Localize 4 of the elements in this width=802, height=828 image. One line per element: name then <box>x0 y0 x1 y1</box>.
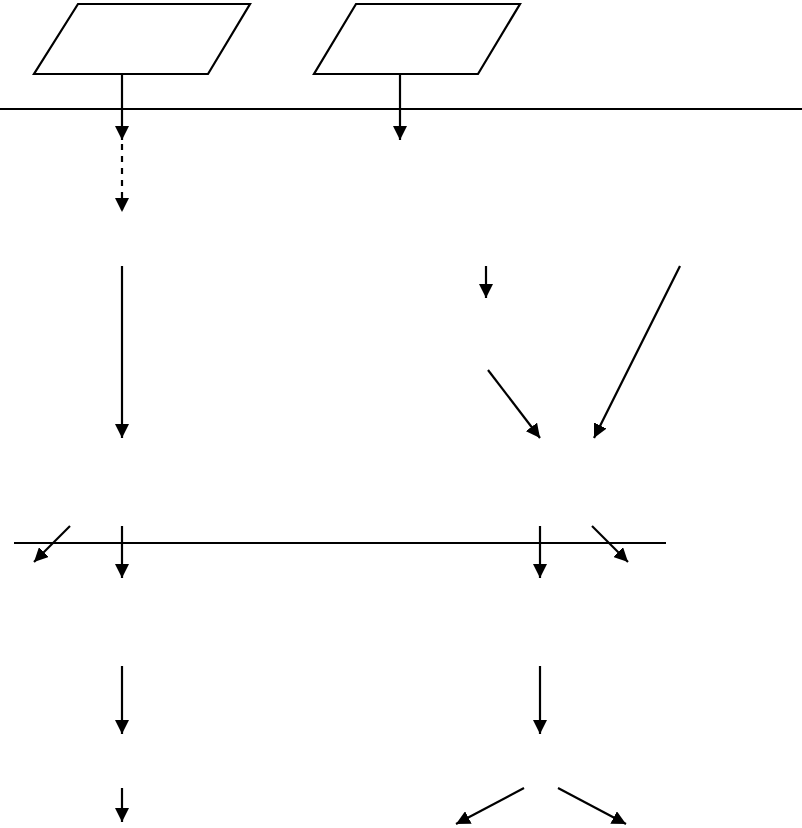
parallelogram <box>32 2 254 78</box>
arrow <box>393 74 407 140</box>
parallelogram <box>312 2 524 78</box>
arrow <box>115 74 129 140</box>
